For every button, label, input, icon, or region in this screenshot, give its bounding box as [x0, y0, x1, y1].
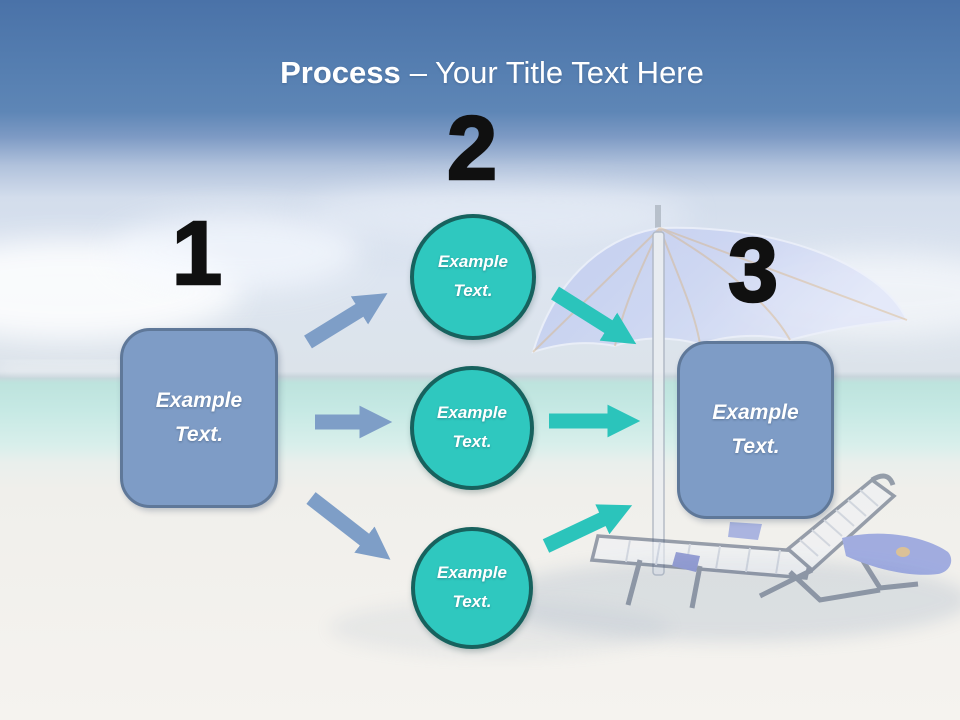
arrow-left-to-top-circle-icon: [304, 293, 388, 349]
arrow-bottom-circle-to-right-icon: [542, 504, 633, 553]
blue-cushion: [728, 522, 762, 540]
step-number-3: 3: [727, 221, 780, 321]
umbrella-pole: [652, 231, 665, 576]
step-number-1: 1: [171, 204, 224, 304]
process-box-right-label: Example Text.: [712, 401, 799, 458]
process-circle-middle-label: Example Text.: [437, 403, 507, 451]
title-rest: – Your Title Text Here: [409, 55, 704, 90]
process-circle-bottom-label: Example Text.: [437, 563, 507, 611]
chair-legs: [625, 538, 919, 609]
process-box-left[interactable]: Example Text.: [120, 328, 278, 508]
chair-arm: [870, 473, 896, 486]
step-number-2: 2: [446, 99, 499, 199]
chair-shadow: [490, 558, 960, 642]
slide-title: Process– Your Title Text Here: [12, 54, 960, 91]
arrow-left-to-bottom-circle-icon: [306, 492, 391, 560]
arrow-top-circle-to-right-icon: [551, 286, 637, 345]
process-box-right[interactable]: Example Text.: [677, 341, 834, 519]
umbrella-finial: [655, 205, 661, 233]
process-circle-top[interactable]: Example Text.: [410, 214, 536, 340]
chair-seat-slats: [625, 539, 781, 575]
towel-item: [896, 547, 910, 557]
chair-seat: [589, 534, 815, 580]
process-box-left-label: Example Text.: [155, 389, 243, 446]
umbrella-ribs: [532, 227, 908, 353]
process-circle-bottom[interactable]: Example Text.: [411, 527, 533, 649]
process-circle-middle[interactable]: Example Text.: [410, 366, 534, 490]
process-circle-top-label: Example Text.: [438, 252, 508, 300]
blue-cushion-small: [672, 552, 700, 572]
beach-towel: [842, 533, 952, 575]
umbrella-canopy: [531, 226, 909, 354]
title-emphasis: Process: [280, 55, 401, 90]
